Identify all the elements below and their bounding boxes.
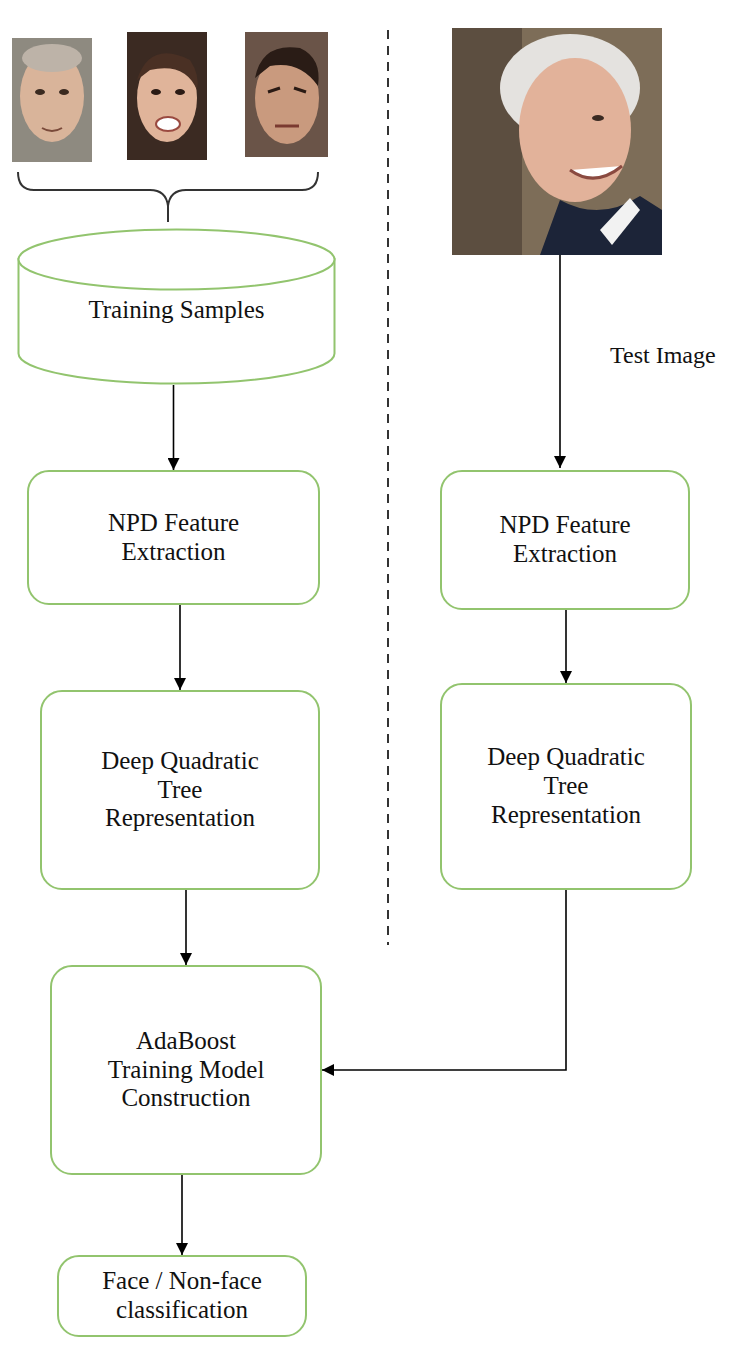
node-text: Training Samples [88,296,264,325]
separator-line [387,30,389,945]
face-photo [12,38,92,162]
process-box: Deep Quadratic Tree Representation [40,690,320,890]
process-box: Deep Quadratic Tree Representation [440,683,692,890]
node-text: NPD Feature Extraction [82,509,266,567]
process-box: NPD Feature Extraction [440,470,690,610]
node-text: Face / Non-face classification [90,1267,274,1325]
process-box: AdaBoost Training Model Construction [50,965,322,1175]
test-photo [452,28,662,255]
process-box: NPD Feature Extraction [27,470,320,605]
bracket-stem [167,206,169,222]
node-text: Deep Quadratic Tree Representation [474,743,658,829]
input-label: Test Image [608,342,718,370]
process-box: Face / Non-face classification [57,1255,307,1337]
node-text: NPD Feature Extraction [473,511,657,569]
node-text: AdaBoost Training Model Construction [94,1027,278,1113]
flow-arrow [185,890,187,965]
flow-arrow [565,610,567,683]
face-photo [245,32,328,157]
flow-arrow [179,605,181,690]
group-bracket [18,172,318,206]
flow-arrow [322,890,566,1070]
storage-cylinder: Training Samples [17,228,336,385]
node-text: Deep Quadratic Tree Representation [88,747,272,833]
flow-arrow [181,1175,183,1255]
face-photo [127,32,207,160]
input-line [559,255,561,468]
flow-arrow [173,385,175,470]
